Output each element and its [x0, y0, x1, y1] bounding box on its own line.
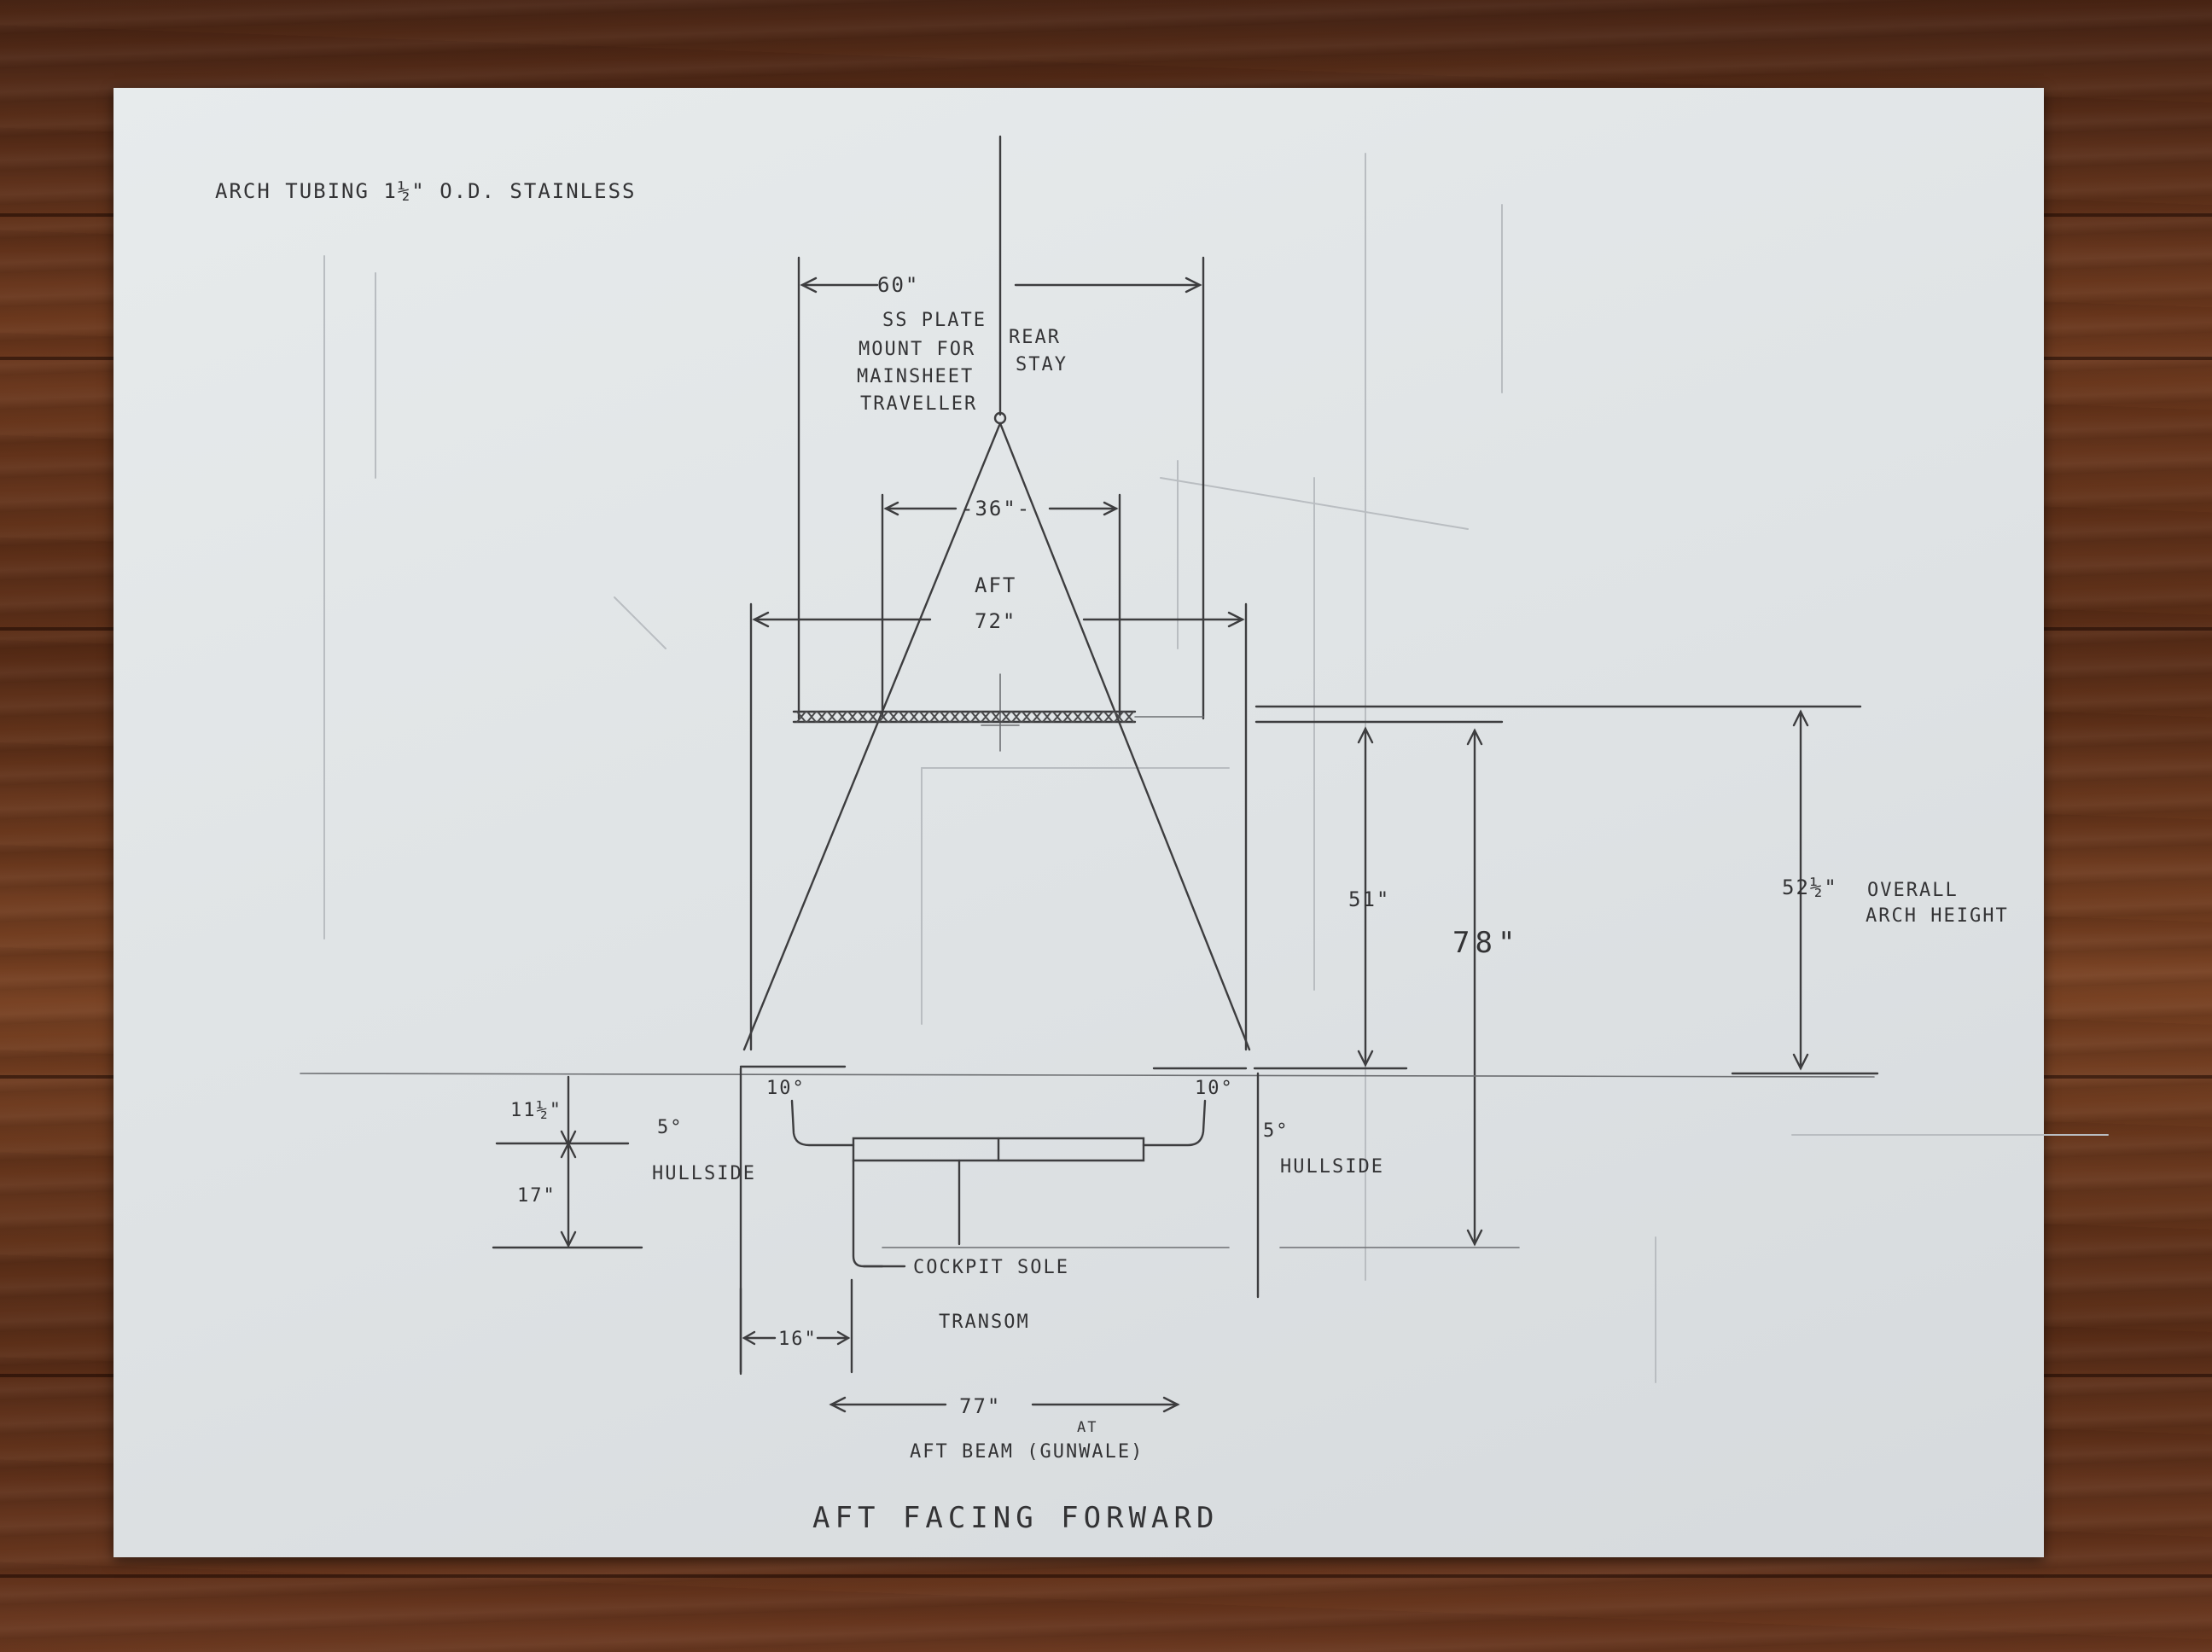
dim-60-label: 60"	[877, 273, 919, 297]
erased-sketch	[323, 153, 2109, 1383]
dim-overall-arrowhead-top	[1792, 709, 1809, 727]
overall-text-1: OVERALL	[1867, 880, 1959, 901]
gunwale-line	[300, 1073, 1875, 1078]
transom-label: TRANSOM	[939, 1312, 1030, 1333]
cockpit-seat-left	[790, 1099, 855, 1147]
overall-text-2: ARCH HEIGHT	[1866, 905, 2009, 927]
dim-16-arrowhead-right	[836, 1330, 851, 1346]
dim-36-arrowhead-left	[883, 501, 899, 516]
left-hullside-label: HULLSIDE	[652, 1163, 756, 1184]
header-note: ARCH TUBING 1½" O.D. STAINLESS	[215, 179, 636, 203]
dim-17-label: 17"	[517, 1185, 556, 1207]
dim-51-arrowhead-top	[1357, 726, 1374, 744]
dim-51-label: 51"	[1348, 887, 1390, 911]
dim-77-arrowhead-left	[829, 1396, 847, 1413]
arch-crossbar	[792, 710, 1137, 724]
cockpit-footwell	[852, 1137, 1145, 1162]
dim-78-arrowhead-top	[1466, 728, 1483, 746]
rear-stay-left	[742, 422, 1002, 1051]
cockpit-sole-label: COCKPIT SOLE	[913, 1257, 1069, 1278]
floor-seam	[0, 1574, 2212, 1578]
right-hullside-label: HULLSIDE	[1280, 1156, 1384, 1178]
plate-label-2: MOUNT FOR	[859, 339, 975, 360]
dim-60-arrowhead-right	[1185, 276, 1202, 294]
aft-beam-at: AT	[1077, 1419, 1097, 1436]
rear-stay-label-2: STAY	[1016, 354, 1068, 375]
dim-36-label: -36"-	[961, 497, 1031, 521]
plate-label-3: MAINSHEET	[857, 366, 974, 387]
right-hull-angle: 5°	[1263, 1120, 1289, 1142]
dim-overall-arrowhead-bottom	[1792, 1053, 1809, 1071]
left-angle: 10°	[766, 1078, 806, 1099]
drawing-title: AFT FACING FORWARD	[812, 1501, 1219, 1535]
aft-beam-label: AFT BEAM (GUNWALE)	[910, 1441, 1144, 1463]
dim-60-arrowhead-left	[800, 276, 818, 294]
rear-stay-right	[998, 422, 1251, 1051]
dim-overall-label: 52½"	[1782, 875, 1838, 899]
dim-51-arrowhead-bottom	[1357, 1050, 1374, 1067]
dim-16-arrowhead-left	[742, 1330, 756, 1346]
dim-78-arrowhead-bottom	[1466, 1229, 1483, 1247]
dim-11-label: 11½"	[510, 1100, 562, 1121]
cockpit-well	[852, 1159, 884, 1268]
dim-72-arrowhead-right	[1227, 611, 1245, 628]
dim-72-arrowhead-left	[752, 611, 770, 628]
dim-78-label: 78"	[1452, 926, 1520, 960]
plate-label-4: TRAVELLER	[860, 393, 977, 415]
dim-17-arrowhead-bottom	[560, 1230, 577, 1248]
paper-sheet	[114, 88, 2044, 1557]
cockpit-seat-right	[1142, 1099, 1207, 1147]
rear-stay-label-1: REAR	[1009, 327, 1061, 348]
dim-77-label: 77"	[959, 1394, 1001, 1418]
aft-label: AFT	[975, 573, 1016, 597]
left-hull-angle: 5°	[657, 1117, 684, 1138]
dim-16-label: 16"	[778, 1329, 818, 1350]
dim-77-arrowhead-right	[1162, 1396, 1180, 1413]
right-angle: 10°	[1195, 1078, 1234, 1099]
dim-36-arrowhead-right	[1103, 501, 1119, 516]
plate-label-1: SS PLATE	[882, 310, 987, 331]
dim-72-label: 72"	[975, 609, 1016, 633]
